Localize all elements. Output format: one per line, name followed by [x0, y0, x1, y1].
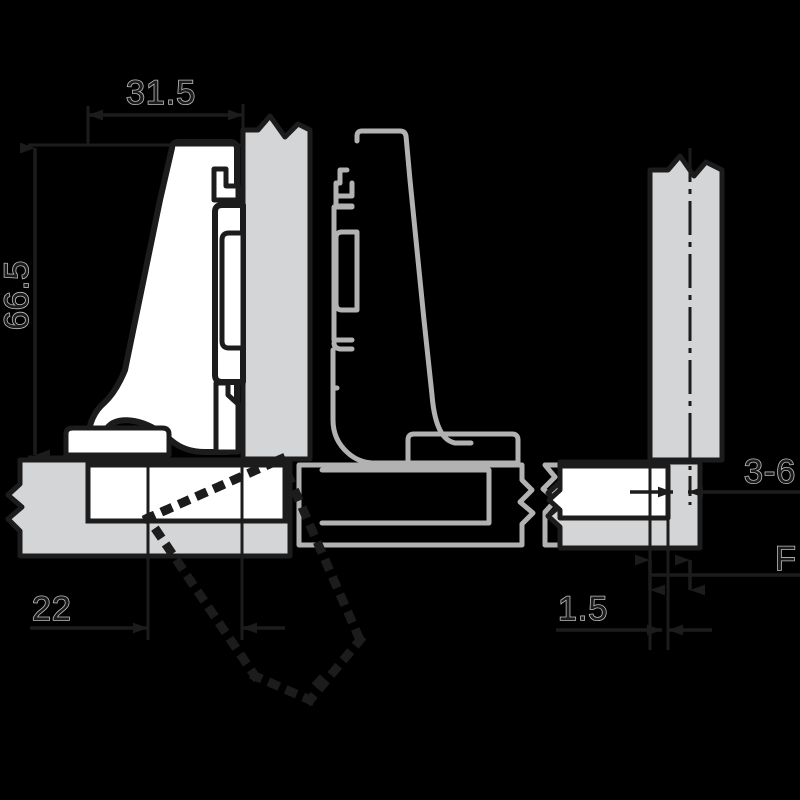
dimension-label-31-5: 31.5 — [126, 74, 196, 112]
dimension-22: 22 — [30, 460, 285, 640]
dimension-1-5: 1.5 — [556, 518, 712, 650]
dimension-label-66-5: 66.5 — [0, 260, 36, 330]
right-view-door-edge — [647, 148, 725, 472]
cabinet-panel — [5, 457, 293, 559]
right-view-base-panel — [545, 459, 703, 551]
dimension-label-3-6: 3-6 — [744, 453, 796, 491]
hinge-cup — [63, 166, 246, 458]
door-panel — [240, 113, 313, 462]
dimension-31-5: 31.5 — [86, 73, 245, 145]
dimension-label-F: F — [775, 540, 797, 578]
dimension-66-5: 66.5 — [0, 142, 245, 461]
door-swing-path — [141, 453, 367, 707]
dimension-label-22: 22 — [32, 590, 72, 628]
dimension-3-6: 3-6 — [630, 430, 800, 560]
dimension-label-1-5: 1.5 — [558, 590, 608, 628]
